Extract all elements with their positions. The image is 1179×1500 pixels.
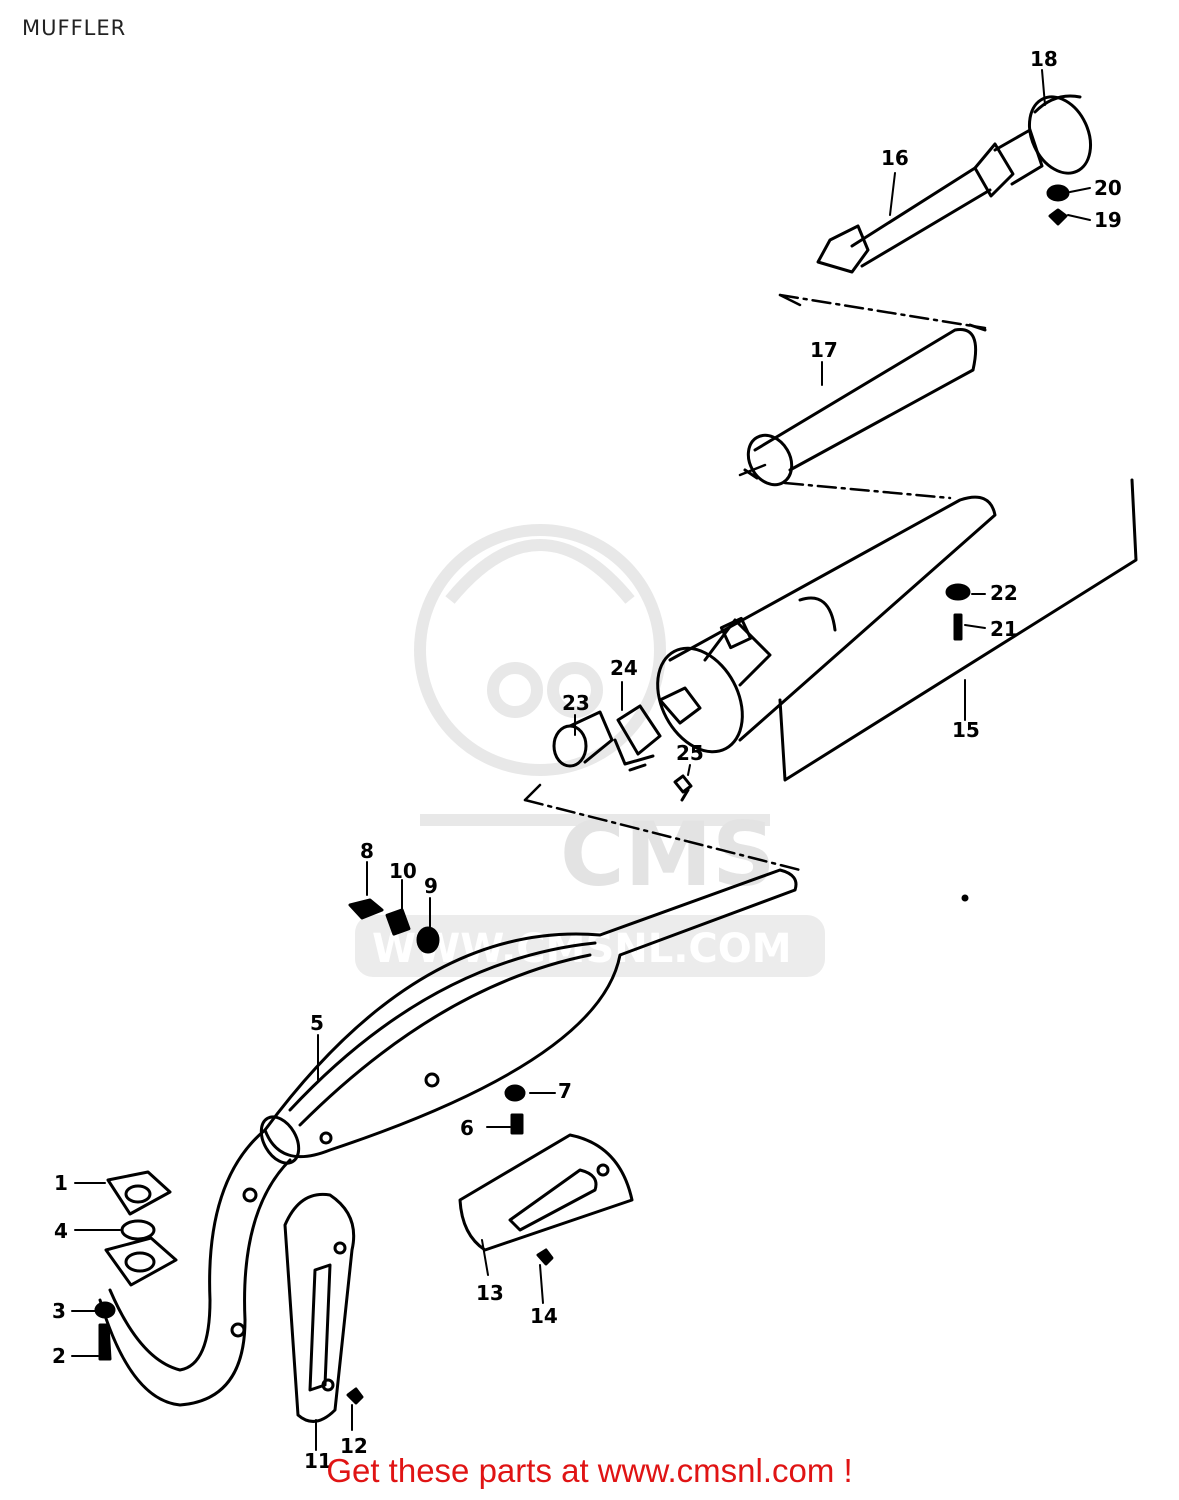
callout-22: 22 (990, 581, 1018, 605)
callout-8: 8 (360, 839, 374, 863)
callout-19: 19 (1094, 208, 1122, 232)
tail-pipe-part-16 (816, 94, 1092, 274)
page-title: MUFFLER (22, 16, 127, 40)
muffler-body-part-15 (656, 495, 997, 754)
callout-20: 20 (1094, 176, 1122, 200)
callout-23: 23 (562, 691, 590, 715)
watermark-banner (355, 915, 825, 977)
callout-5: 5 (310, 1011, 324, 1035)
small-fasteners (346, 894, 969, 1405)
callout-9: 9 (424, 874, 438, 898)
inner-pipe-part-17 (743, 323, 987, 487)
bolt-part-25 (673, 774, 693, 802)
fasteners-19-22 (945, 184, 1070, 641)
callout-14: 14 (530, 1304, 558, 1328)
callout-6: 6 (460, 1116, 474, 1140)
callout-21: 21 (990, 617, 1018, 641)
watermark (414, 524, 770, 826)
clamp-parts-23-24 (552, 704, 662, 772)
callout-25: 25 (676, 741, 704, 765)
footer-link[interactable]: Get these parts at www.cmsnl.com ! (326, 1452, 853, 1489)
callout-4: 4 (54, 1219, 68, 1243)
callout-16: 16 (881, 146, 909, 170)
leader-lines (71, 69, 1091, 1451)
callout-15: 15 (952, 718, 980, 742)
connector-lines (523, 293, 987, 872)
callout-13: 13 (476, 1281, 504, 1305)
heat-guard-part-13 (458, 1133, 634, 1252)
callout-11: 11 (304, 1449, 332, 1473)
heat-guard-part-11 (283, 1192, 356, 1423)
flange-gaskets-parts-1-4 (104, 1170, 178, 1287)
callout-10: 10 (389, 859, 417, 883)
fasteners-2-3 (94, 1301, 116, 1361)
expansion-chamber-part-5 (98, 868, 798, 1407)
frame-outline (778, 478, 1138, 782)
callout-2: 2 (52, 1344, 66, 1368)
connector-stub (523, 293, 802, 802)
callout-3: 3 (52, 1299, 66, 1323)
callout-18: 18 (1030, 47, 1058, 71)
callout-7: 7 (558, 1079, 572, 1103)
callout-1: 1 (54, 1171, 68, 1195)
callout-17: 17 (810, 338, 838, 362)
callout-24: 24 (610, 656, 638, 680)
callout-labels: 1 2 3 4 5 6 7 8 9 10 11 12 13 14 15 16 1… (52, 47, 1122, 1473)
drawing (71, 69, 1138, 1451)
callout-12: 12 (340, 1434, 368, 1458)
